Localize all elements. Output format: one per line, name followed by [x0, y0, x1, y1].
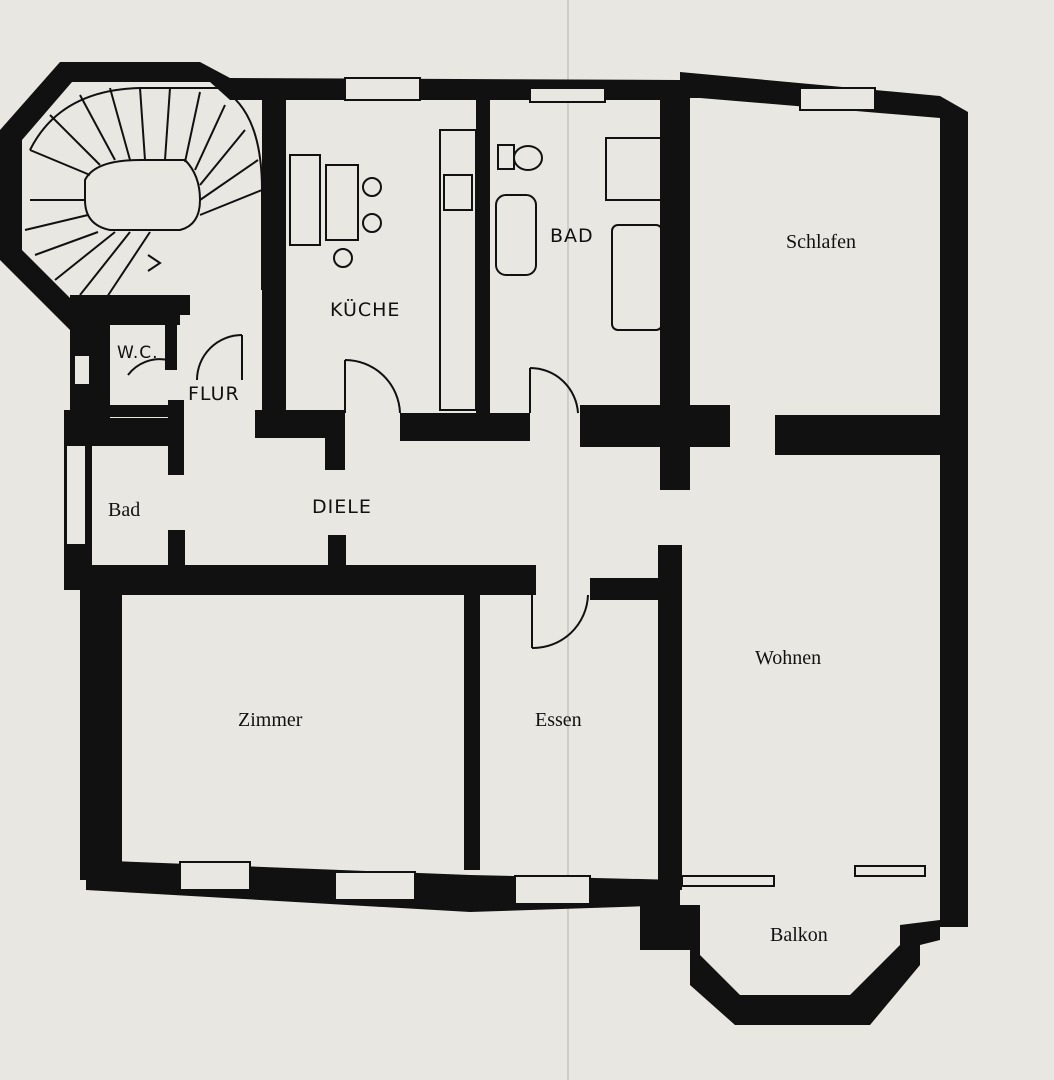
stair-outer-arc [29, 87, 263, 290]
window-bad-left [65, 444, 87, 546]
label-balkon: Balkon [770, 924, 828, 946]
staircase [24, 87, 263, 301]
wall-wc-right [165, 320, 177, 370]
wall-kitchen-bottom [400, 413, 530, 441]
kitchen-stool-2 [362, 213, 382, 233]
door-essen [531, 594, 589, 650]
window-wc [73, 354, 91, 386]
wall-left-lower [80, 580, 122, 880]
label-bad-upper: BAD [550, 225, 594, 247]
door-wc [127, 358, 169, 376]
window-kitchen-top [344, 77, 421, 101]
bath-shower [605, 137, 663, 201]
wall-right-outer [940, 112, 968, 927]
door-flur [196, 334, 243, 381]
kitchen-stool-3 [333, 248, 353, 268]
window-bad-top [529, 87, 606, 103]
label-zimmer: Zimmer [238, 709, 303, 731]
wall-stair-tower [0, 62, 90, 330]
wall-diele-bottom-right [590, 578, 668, 600]
wall-flur-diele-left [64, 418, 184, 446]
stair-treads [24, 87, 263, 301]
kitchen-counter-right [439, 129, 477, 411]
wall-bad-upper-divider [476, 100, 490, 420]
bath-tub [611, 224, 663, 331]
windows [65, 77, 926, 905]
wall-stair-bottom [70, 295, 190, 315]
wall-stair-right [262, 90, 286, 420]
window-balcony-right [854, 865, 926, 877]
label-flur: FLUR [188, 383, 240, 405]
window-zimmer-bottom-2 [334, 871, 416, 901]
label-wohnen: Wohnen [755, 647, 821, 669]
label-essen: Essen [535, 709, 582, 731]
stair-arrow [147, 254, 162, 272]
room-labels: W.C. FLUR KÜCHE BAD Schlafen Bad DIELE Z… [108, 225, 856, 946]
window-schlafen-top [799, 87, 876, 111]
label-diele: DIELE [312, 496, 372, 518]
bath-double-sink [495, 194, 537, 276]
wall-bad-upper-bottom [580, 405, 730, 447]
wall-diele-post-small [170, 530, 185, 570]
wall-bad-upper-right [660, 80, 690, 490]
label-bad-lower: Bad [108, 499, 140, 521]
kitchen-fixtures [289, 129, 477, 411]
label-schlafen: Schlafen [786, 231, 856, 253]
window-zimmer-bottom-1 [179, 861, 251, 891]
bath-fixtures [495, 137, 663, 331]
label-wc: W.C. [117, 343, 159, 363]
window-essen-bottom [514, 875, 591, 905]
doors [127, 334, 589, 650]
wall-flur-diele-post [325, 430, 345, 470]
wall-wc-bottom [70, 405, 180, 417]
wall-wc-top [70, 315, 180, 325]
kitchen-stove [325, 164, 359, 241]
wall-diele-post [328, 535, 346, 575]
door-kitchen [344, 359, 401, 414]
kitchen-sink [443, 174, 473, 211]
bath-toilet-tank [497, 144, 515, 170]
wall-balcony-bay [640, 905, 940, 1025]
label-kueche: KÜCHE [330, 298, 400, 321]
window-balcony-left [681, 875, 775, 887]
wall-diele-bottom-left [86, 565, 536, 595]
door-bad-upper [529, 366, 579, 414]
wall-schlafen-wohnen [775, 415, 945, 455]
wall-essen-wohnen [658, 545, 682, 890]
kitchen-stool-1 [362, 177, 382, 197]
kitchen-counter-left [289, 154, 321, 246]
wall-zimmer-essen [464, 590, 480, 870]
wall-bad-right-top [168, 400, 184, 475]
